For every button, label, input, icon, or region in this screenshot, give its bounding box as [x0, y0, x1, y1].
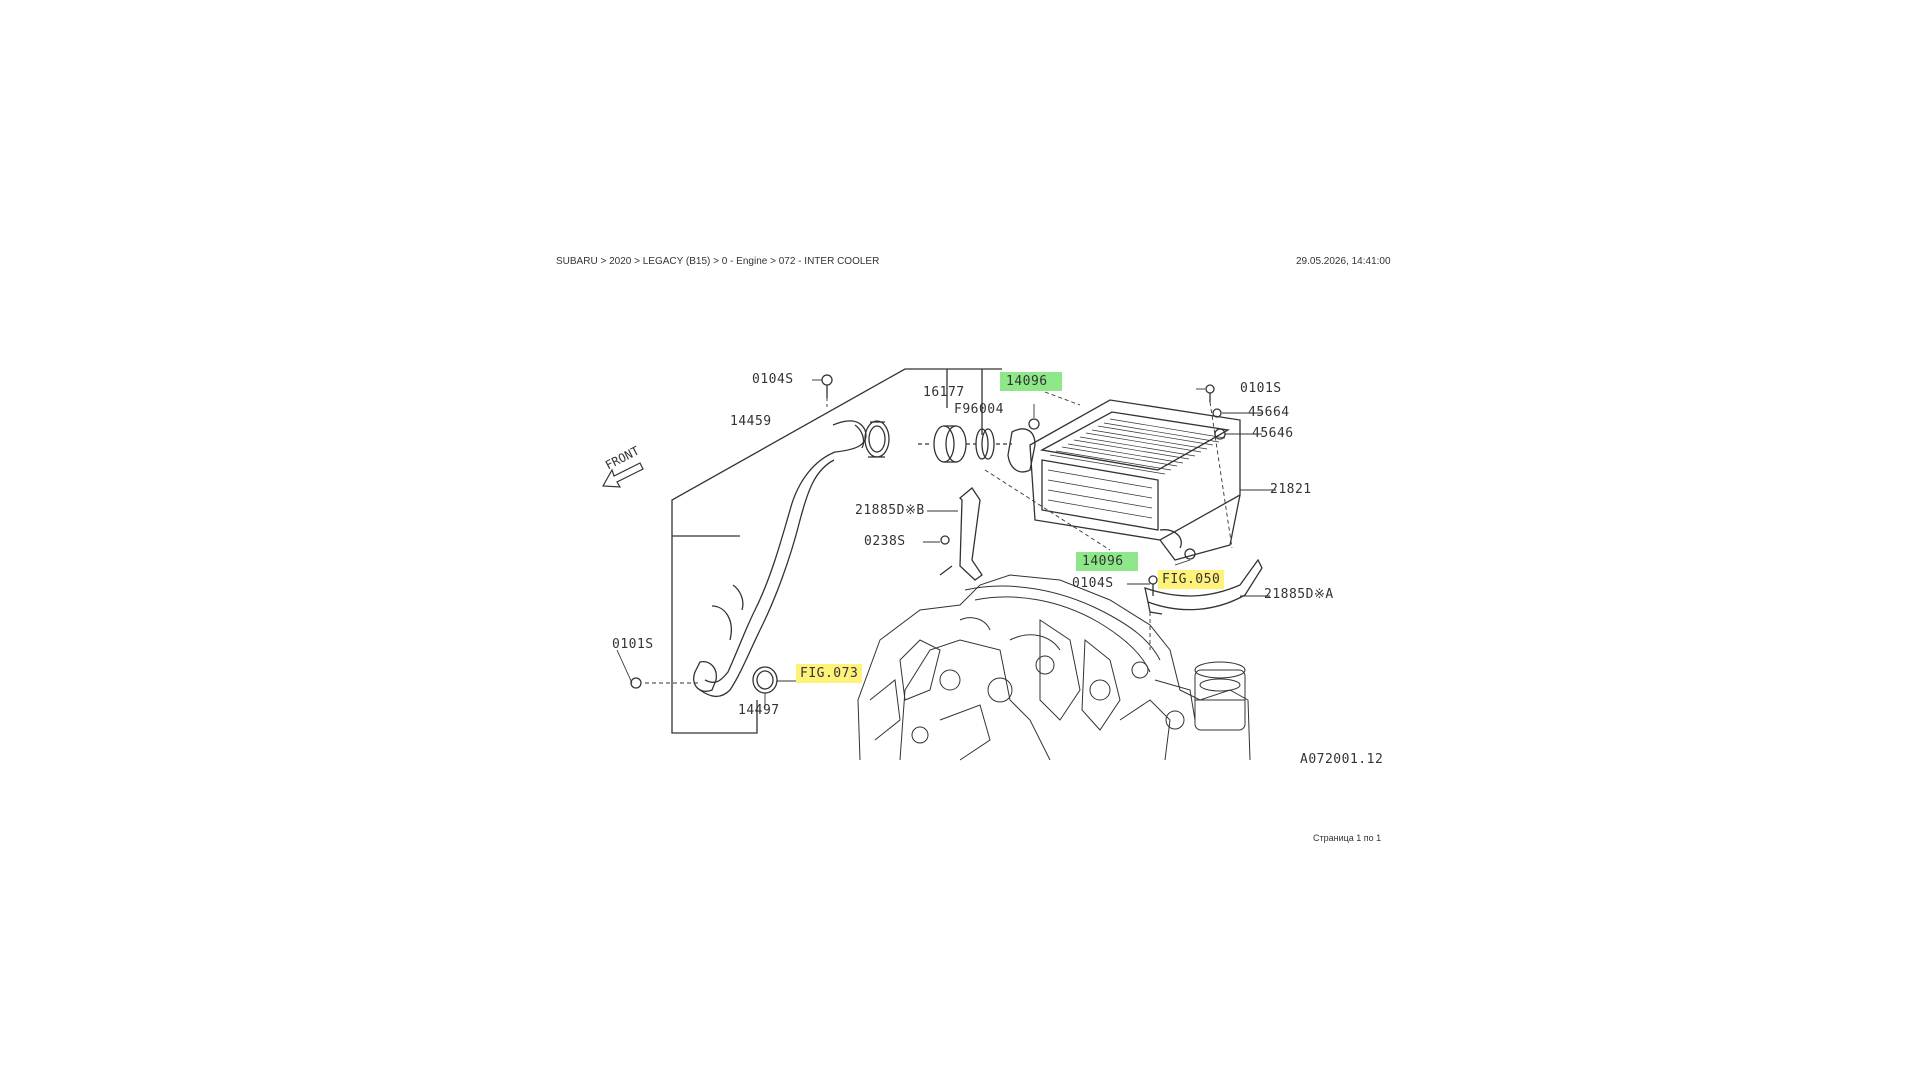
part-label-21885d-b[interactable]: 21885D※B — [855, 503, 925, 518]
part-label-14497[interactable]: 14497 — [738, 703, 780, 718]
engine-block-shape — [857, 574, 1251, 761]
front-arrow-icon — [602, 462, 644, 488]
part-label-14096-highlighted[interactable]: 14096 — [1000, 372, 1062, 391]
part-label-0238s[interactable]: 0238S — [864, 534, 906, 549]
part-label-21821[interactable]: 21821 — [1270, 482, 1312, 497]
coupler-hose-shape — [918, 425, 1012, 463]
part-label-14459[interactable]: 14459 — [730, 414, 772, 429]
yellow-highlight: FIG.073 — [796, 664, 863, 683]
figure-code: A072001.12 — [1300, 752, 1384, 767]
part-label-21885d-a[interactable]: 21885D※A — [1264, 587, 1334, 602]
part-label-0101s-left[interactable]: 0101S — [612, 637, 654, 652]
intercooler-core-shape — [1007, 399, 1241, 561]
leader-frame — [671, 368, 1002, 734]
print-timestamp: 29.05.2026, 14:41:00 — [1296, 256, 1391, 267]
part-label-96004[interactable]: F96004 — [954, 402, 1004, 417]
leader-lines — [616, 379, 1276, 708]
part-label-16177[interactable]: 16177 — [923, 385, 965, 400]
breadcrumb: SUBARU > 2020 > LEGACY (B15) > 0 - Engin… — [556, 256, 880, 267]
green-highlight: 14096 — [1000, 372, 1062, 391]
part-label-45664[interactable]: 45664 — [1248, 405, 1290, 420]
inlet-pipe-shape — [693, 420, 890, 698]
yellow-highlight: FIG.050 — [1158, 570, 1225, 589]
green-highlight: 14096 — [1076, 552, 1138, 571]
part-label-45646[interactable]: 45646 — [1252, 426, 1294, 441]
part-label-0101s[interactable]: 0101S — [1240, 381, 1282, 396]
part-label-14096-lower-highlighted[interactable]: 14096 — [1076, 552, 1138, 571]
part-label-0104s-lower[interactable]: 0104S — [1072, 576, 1114, 591]
part-label-0104s[interactable]: 0104S — [752, 372, 794, 387]
page-counter: Страница 1 по 1 — [1313, 833, 1382, 843]
bolt-icons — [630, 374, 1226, 694]
intercooler-bracket-b-shape — [939, 487, 983, 581]
figure-link-073[interactable]: FIG.073 — [796, 664, 863, 683]
figure-link-050[interactable]: FIG.050 — [1158, 570, 1225, 589]
intercooler-fins — [1047, 418, 1226, 519]
